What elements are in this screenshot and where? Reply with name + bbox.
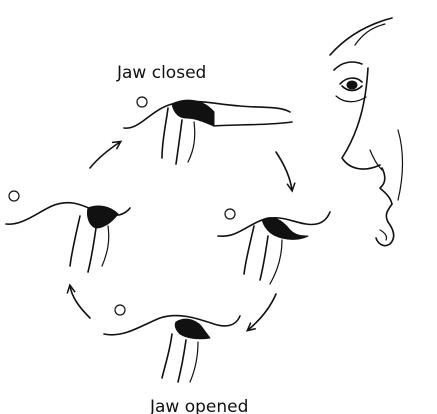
condyle-marker: [137, 97, 147, 107]
label-jaw-opened: Jaw opened: [149, 397, 248, 414]
articular-disc: [87, 206, 118, 228]
condyle-marker: [9, 191, 19, 201]
arrow-closed-to-opening: [276, 152, 292, 190]
condyle-marker: [225, 209, 235, 219]
stage-jaw-closing: [6, 191, 130, 272]
arrow-closing-to-closed: [90, 142, 120, 168]
arrow-opened-to-closing: [70, 286, 90, 318]
stage-jaw-closed: [124, 97, 292, 164]
articular-disc: [262, 218, 308, 240]
label-jaw-closed: Jaw closed: [116, 63, 206, 83]
arrow-opening-to-opened: [248, 294, 276, 330]
stage-jaw-opening: [218, 209, 330, 284]
face-profile: [330, 18, 403, 246]
articular-disc: [175, 319, 210, 339]
stage-jaw-opened: [104, 305, 240, 382]
condyle-marker: [115, 305, 125, 315]
articular-disc: [172, 100, 214, 126]
